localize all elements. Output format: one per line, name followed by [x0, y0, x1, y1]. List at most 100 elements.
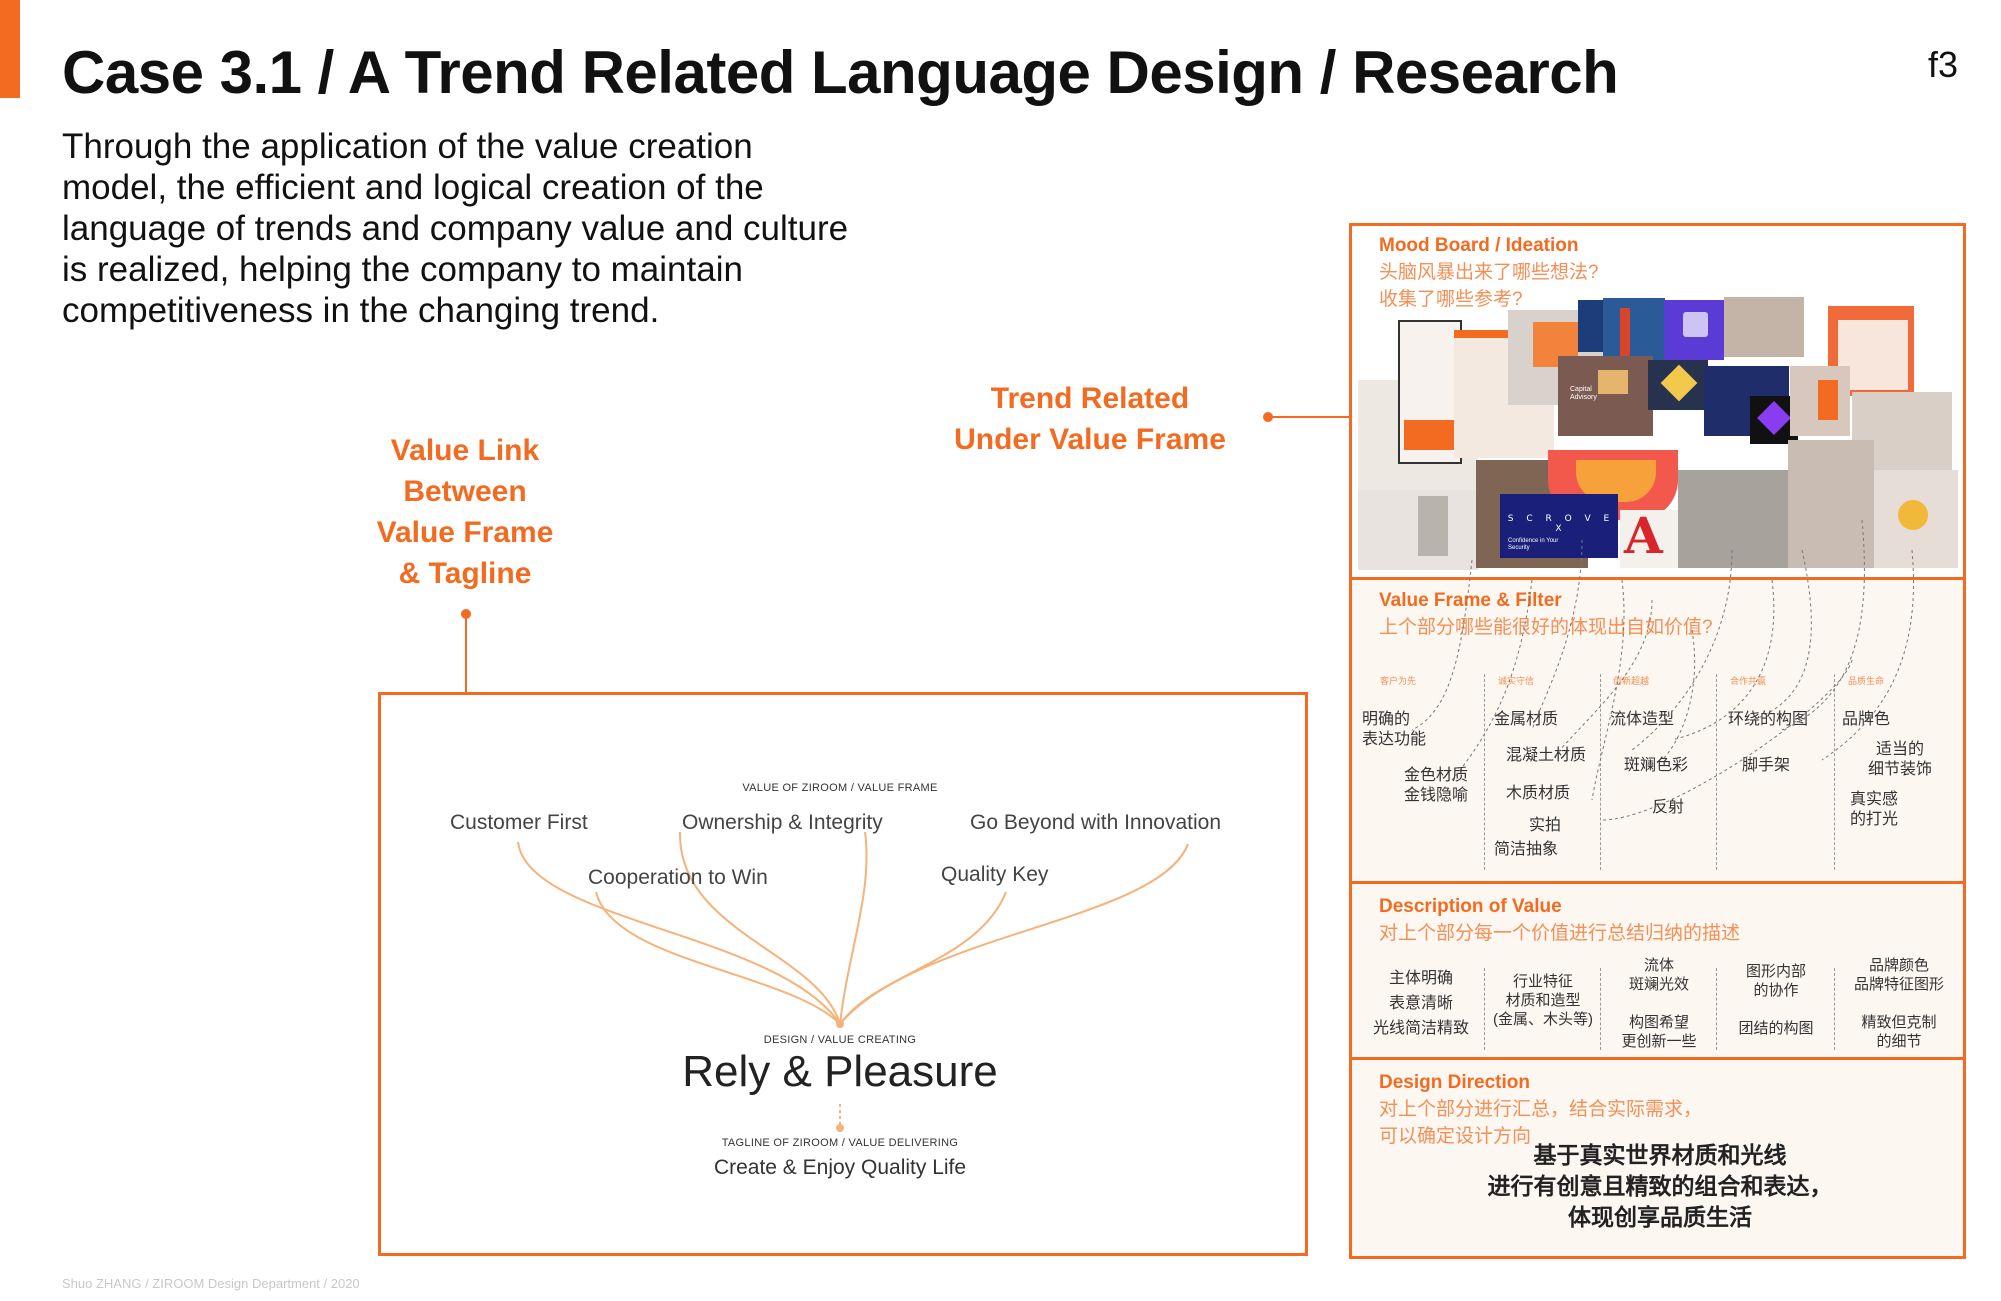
design-label: DESIGN / VALUE CREATING — [763, 1034, 917, 1046]
direction-line: 基于真实世界材质和光线 — [1533, 1142, 1787, 1168]
description-item: 流体 斑斓光效 构图希望 更创新一些 — [1621, 957, 1697, 1050]
mood-image — [1620, 510, 1678, 568]
frame-item: 木质材质 — [1506, 785, 1571, 802]
mood-image — [1678, 470, 1788, 568]
mood-image — [1418, 496, 1448, 556]
intro-line: model, the efficient and logical creatio… — [62, 168, 764, 207]
direction-title: Design Direction — [1379, 1072, 1530, 1093]
description-title: Description of Value — [1379, 896, 1562, 917]
value-ownership-integrity: Ownership & Integrity — [682, 811, 883, 834]
frame-item: 实拍 — [1529, 817, 1562, 834]
mood-board-collage: S C R O V E X Confidence in Your Securit… — [1358, 297, 1958, 570]
tagline-text: Create & Enjoy Quality Life — [713, 1156, 967, 1179]
intro-paragraph: Through the application of the value cre… — [62, 126, 922, 331]
description-item: 行业特征 材质和造型 (金属、木头等) — [1493, 973, 1593, 1028]
direction-line: 体现创享品质生活 — [1568, 1204, 1752, 1230]
value-cooperation: Cooperation to Win — [588, 866, 768, 889]
core-value-rely-pleasure: Rely & Pleasure — [682, 1047, 998, 1096]
value-customer-first: Customer First — [450, 811, 588, 834]
frame-column-label: 客户为先 — [1380, 676, 1417, 686]
page-number: f3 — [1928, 44, 1959, 85]
direction-section-bg — [1352, 1060, 1963, 1256]
description-item: 主体明确 表意清晰 光线简洁精致 — [1372, 970, 1469, 1037]
value-link-line: Value Link — [390, 434, 540, 467]
column-divider — [1716, 674, 1717, 870]
scrovex-text: S C R O V E X — [1507, 514, 1615, 534]
frame-item: 脚手架 — [1742, 757, 1791, 774]
tagline-label: TAGLINE OF ZIROOM / VALUE DELIVERING — [721, 1137, 959, 1149]
intro-line: competitiveness in the changing trend. — [62, 291, 660, 330]
mood-image — [1620, 308, 1630, 360]
letter-a-graphic: A — [1624, 506, 1663, 565]
column-divider — [1834, 968, 1835, 1050]
frame-section-bg — [1352, 580, 1963, 881]
column-divider — [1600, 968, 1601, 1050]
mood-to-frame-connectors — [1411, 519, 1914, 821]
column-divider — [1716, 968, 1717, 1050]
mood-image — [1404, 420, 1454, 450]
value-frame-box — [378, 692, 1308, 1256]
footer-credit: Shuo ZHANG / ZIROOM Design Department / … — [62, 1276, 360, 1291]
mood-sub-line: 收集了哪些参考? — [1379, 289, 1523, 310]
frame-item: 反射 — [1652, 799, 1685, 816]
value-frame-title: Value Frame & Filter — [1379, 590, 1562, 611]
description-item: 品牌颜色 品牌特征图形 精致但克制 的细节 — [1853, 957, 1944, 1050]
mood-image — [1558, 356, 1653, 436]
mood-image — [1818, 380, 1838, 420]
column-divider — [1484, 674, 1485, 870]
value-link-line: & Tagline — [398, 557, 532, 590]
frame-item: 真实感 的打光 — [1850, 791, 1899, 828]
column-divider — [1484, 968, 1485, 1050]
frame-item: 流体造型 — [1610, 711, 1675, 728]
section-divider — [1349, 1057, 1966, 1060]
value-link-label: Value Link Between Value Frame & Tagline — [330, 430, 600, 594]
frame-column-label: 创新超越 — [1613, 676, 1650, 686]
value-tree-lines — [517, 831, 1189, 1132]
frame-item: 金属材质 — [1494, 711, 1559, 728]
value-quality-key: Quality Key — [941, 863, 1049, 886]
mood-image — [1724, 297, 1804, 357]
frame-item: 适当的 细节装饰 — [1868, 741, 1933, 778]
frame-item: 品牌色 — [1842, 711, 1891, 728]
section-divider — [1349, 577, 1966, 580]
intro-line: is realized, helping the company to main… — [62, 250, 743, 289]
frame-column-label: 诚实守信 — [1498, 676, 1535, 686]
frame-item: 简洁抽象 — [1494, 841, 1559, 858]
direction-sub-line: 可以确定设计方向 — [1379, 1126, 1532, 1147]
value-link-line: Value Frame — [376, 516, 554, 549]
mood-image — [1788, 440, 1874, 568]
connector-line — [1268, 416, 1350, 418]
mood-image — [1500, 494, 1618, 558]
value-link-line: Between — [403, 475, 527, 508]
mood-sub-line: 头脑风暴出来了哪些想法? — [1379, 262, 1599, 283]
mood-board-subtitle: 头脑风暴出来了哪些想法? 收集了哪些参考? — [1379, 259, 1599, 313]
description-subtitle: 对上个部分每一个价值进行总结归纳的描述 — [1379, 923, 1741, 944]
mood-image — [1603, 298, 1665, 364]
description-section-bg — [1352, 884, 1963, 1057]
connector-line — [465, 614, 467, 694]
frame-item: 环绕的构图 — [1728, 711, 1809, 728]
description-item: 图形内部 的协作 团结的构图 — [1738, 963, 1814, 1037]
intro-line: language of trends and company value and… — [62, 209, 849, 248]
value-frame-header: VALUE OF ZIROOM / VALUE FRAME — [742, 782, 938, 794]
mood-board-title: Mood Board / Ideation — [1379, 235, 1579, 256]
intro-line: Through the application of the value cre… — [62, 127, 753, 166]
page-title: Case 3.1 / A Trend Related Language Desi… — [62, 39, 1619, 106]
direction-line: 进行有创意且精致的组合和表达， — [1487, 1173, 1833, 1199]
value-go-beyond: Go Beyond with Innovation — [970, 811, 1221, 834]
trend-related-line: Under Value Frame — [954, 423, 1226, 456]
mood-image — [1683, 312, 1708, 337]
direction-subtitle: 对上个部分进行汇总，结合实际需求， 可以确定设计方向 — [1379, 1096, 1702, 1150]
trend-related-label: Trend Related Under Value Frame — [940, 378, 1240, 460]
accent-bar — [0, 0, 20, 98]
frame-item: 斑斓色彩 — [1624, 757, 1689, 774]
mood-image — [1598, 370, 1628, 394]
capital-advisory-text: Capital Advisory — [1570, 386, 1597, 401]
column-divider — [1834, 674, 1835, 870]
frame-item: 混凝土材质 — [1506, 747, 1587, 764]
frame-column-label: 合作共赢 — [1730, 676, 1767, 686]
design-direction-statement: 基于真实世界材质和光线 进行有创意且精致的组合和表达， 体现创享品质生活 — [1360, 1140, 1960, 1233]
frame-item: 明确的 表达功能 — [1362, 711, 1427, 748]
trend-related-line: Trend Related — [990, 382, 1190, 415]
section-divider — [1349, 881, 1966, 884]
